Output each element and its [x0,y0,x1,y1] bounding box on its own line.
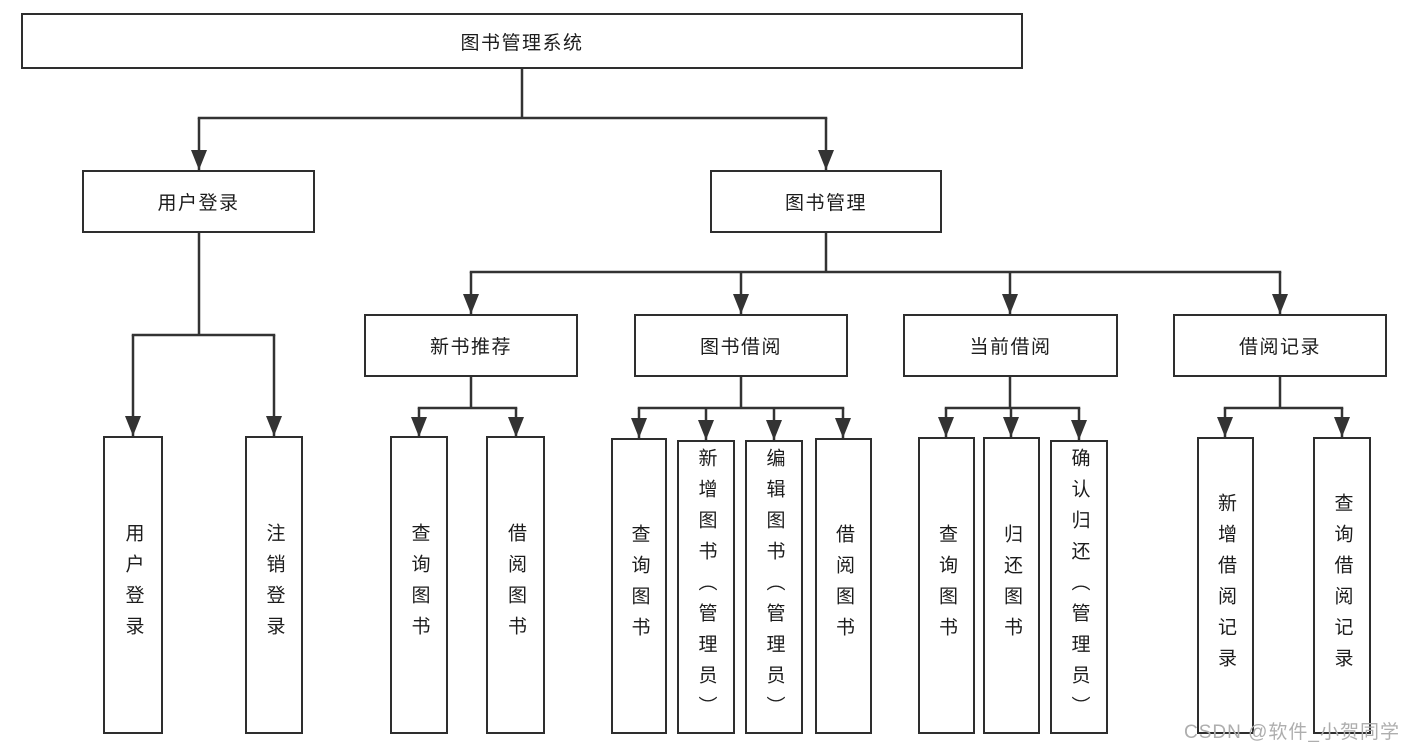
node-label: 查询借阅记录 [1331,492,1353,679]
node-label: 当前借阅 [969,337,1052,358]
leaf-user-login: 用户登录 [103,436,163,734]
node-book-management: 图书管理 [710,170,942,233]
node-label: 查询图书 [936,523,957,648]
leaf-borrow-add-books-admin: 新增图书（管理员） [677,440,735,734]
arrowheads [125,118,1350,440]
leaf-borrow-edit-books-admin: 编辑图书（管理员） [745,440,803,734]
node-label: 借阅图书 [833,524,854,648]
leaf-current-confirm-return-admin: 确认归还（管理员） [1050,440,1108,734]
leaf-current-query-books: 查询图书 [918,437,975,734]
node-label: 编辑图书（管理员） [763,447,785,727]
node-label: 用户登录 [157,193,240,214]
leaf-logout: 注销登录 [245,436,303,734]
node-current-borrow: 当前借阅 [903,314,1118,377]
node-label: 确认归还（管理员） [1068,447,1090,727]
node-label: 图书管理 [784,193,867,214]
node-label: 新书推荐 [429,337,512,358]
node-library-system: 图书管理系统 [21,13,1023,69]
leaf-newbook-query-books: 查询图书 [390,436,448,734]
node-label: 查询图书 [628,524,650,648]
leaf-borrow-borrow-books: 借阅图书 [815,438,872,734]
node-label: 归还图书 [1001,523,1022,648]
leaf-records-add-record: 新增借阅记录 [1197,437,1254,734]
node-new-book-recommend: 新书推荐 [364,314,578,377]
node-label: 图书管理系统 [460,32,584,54]
node-borrow-records: 借阅记录 [1173,314,1387,377]
leaf-newbook-borrow-books: 借阅图书 [486,436,545,734]
node-label: 借阅图书 [505,523,526,647]
node-label: 注销登录 [263,523,285,647]
leaf-records-query-record: 查询借阅记录 [1313,437,1371,734]
node-label: 图书借阅 [699,337,782,358]
leaf-current-return-books: 归还图书 [983,437,1040,734]
node-label: 借阅记录 [1238,337,1321,358]
node-label: 新增图书（管理员） [695,447,717,727]
node-book-borrow: 图书借阅 [634,314,848,377]
watermark-text: CSDN @软件_小贺同学 [1184,722,1400,743]
node-user-login: 用户登录 [82,170,315,233]
node-label: 用户登录 [122,523,144,647]
node-label: 新增借阅记录 [1215,492,1236,679]
leaf-borrow-query-books: 查询图书 [611,438,667,734]
node-label: 查询图书 [408,523,430,647]
